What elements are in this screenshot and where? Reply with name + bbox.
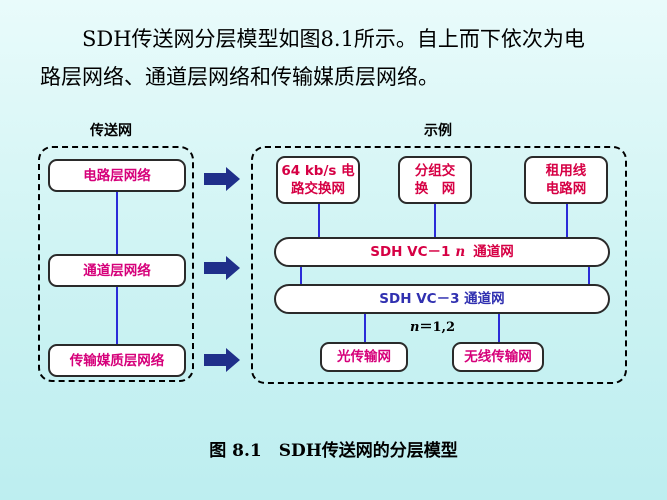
wireless-transmission-network-box: 无线传输网 [452, 342, 544, 372]
arrow-icon [204, 167, 240, 191]
packet-switch-line2: 换 网 [414, 181, 456, 197]
circuit-switch-line1: 64 kb/s 电 [281, 163, 355, 179]
connector-line [434, 200, 436, 240]
packet-switch-line1: 分组交 [414, 163, 456, 179]
intro-line-1: SDH传送网分层模型如图8.1所示。自上而下依次为电 [82, 27, 585, 51]
right-column-title: 示例 [424, 123, 452, 139]
circuit-switch-line2: 路交换网 [291, 181, 345, 197]
circuit-layer-label: 电路层网络 [83, 167, 151, 184]
path-layer-label: 通道层网络 [83, 262, 151, 279]
wireless-transmission-label: 无线传输网 [464, 349, 532, 365]
n-value-label: n＝1,2 [410, 320, 456, 335]
arrow-icon [204, 348, 240, 372]
optical-transmission-network-box: 光传输网 [320, 342, 408, 372]
leased-line-line1: 租用线 [545, 163, 587, 179]
circuit-switch-network-box: 64 kb/s 电 路交换网 [276, 156, 360, 204]
transport-network-group [38, 146, 194, 382]
vc1-suffix: 通道网 [473, 244, 514, 260]
vc3-path-network-box: SDH VC－3 通道网 [274, 284, 610, 314]
examples-group [251, 146, 627, 384]
vc1-prefix: SDH VC－1 [370, 244, 451, 260]
vc1-n-variable: n [455, 244, 466, 260]
path-layer-box: 通道层网络 [48, 254, 186, 287]
leased-line-line2: 电路网 [545, 181, 587, 197]
left-column-title: 传送网 [90, 123, 132, 139]
intro-line-2: 路层网络、通道层网络和传输媒质层网络。 [40, 65, 439, 89]
connector-line [364, 310, 366, 346]
arrow-icon [204, 256, 240, 280]
connector-line [566, 200, 568, 240]
optical-transmission-label: 光传输网 [337, 349, 391, 365]
figure-caption: 图 8.1 SDH传送网的分层模型 [209, 441, 458, 461]
transmission-media-layer-box: 传输媒质层网络 [48, 344, 186, 377]
connector-line [498, 310, 500, 346]
vc3-label: SDH VC－3 通道网 [379, 291, 505, 307]
connector-line [588, 262, 590, 286]
intro-paragraph: SDH传送网分层模型如图8.1所示。自上而下依次为电 路层网络、通道层网络和传输… [40, 20, 640, 96]
circuit-layer-box: 电路层网络 [48, 159, 186, 192]
transmission-media-layer-label: 传输媒质层网络 [69, 352, 165, 369]
connector-line [318, 200, 320, 240]
packet-switch-network-box: 分组交 换 网 [398, 156, 472, 204]
connector-line [300, 262, 302, 286]
leased-line-network-box: 租用线 电路网 [524, 156, 608, 204]
